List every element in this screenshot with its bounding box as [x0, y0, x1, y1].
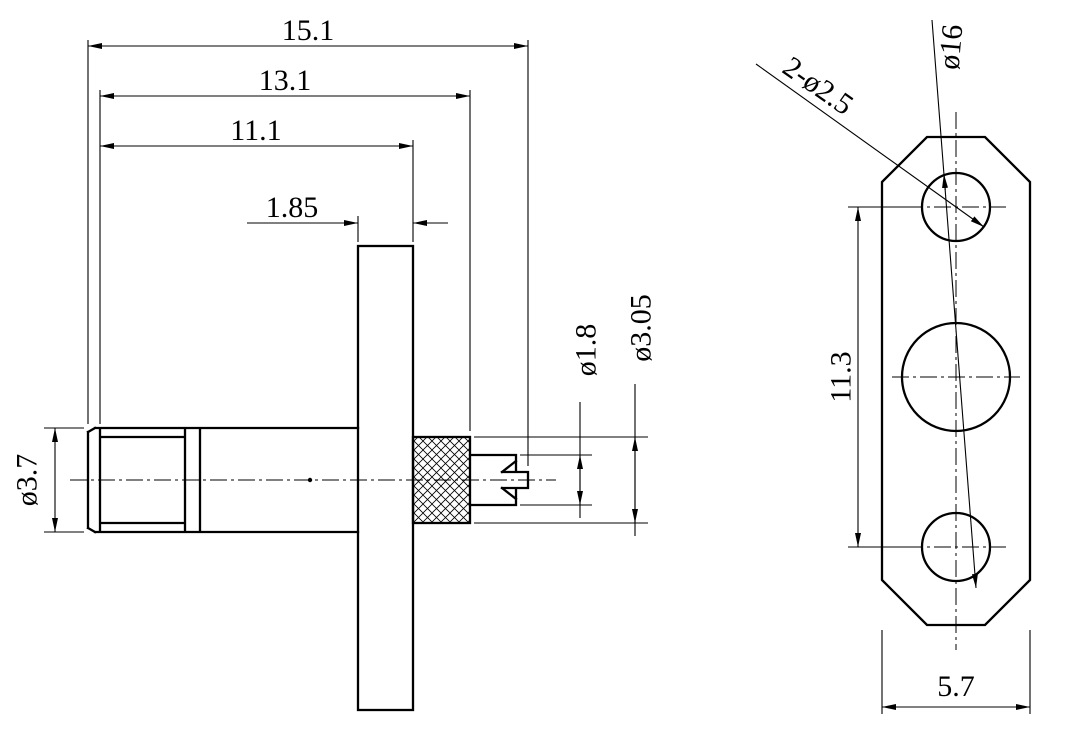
insulator-hatch — [411, 435, 472, 525]
dim-body-length-label: 13.1 — [259, 64, 312, 97]
leader-corner-diameter-top-arrow — [942, 173, 949, 191]
front-view: 2-ø2.5 ø16 11.3 5.7 — [755, 19, 1032, 714]
dim-hole-spacing-label: 11.3 — [825, 351, 858, 402]
leader-corner-diameter — [931, 19, 978, 589]
leader-mounting-holes — [755, 63, 985, 228]
dim-mounting-holes-label: 2-ø2.5 — [777, 50, 859, 121]
flange-side-outline — [356, 244, 415, 712]
side-extension-lines — [44, 40, 648, 533]
socket-and-pin-outline — [468, 453, 530, 507]
mounting-hole-top — [920, 171, 992, 243]
connector-body-outline — [86, 426, 360, 534]
dim-corner-diameter-label: ø16 — [933, 23, 970, 71]
dim-flange-width-label: 5.7 — [937, 670, 975, 703]
center-mark — [307, 477, 313, 483]
dim-front-length-label: 11.1 — [230, 114, 281, 147]
front-extension-lines — [848, 206, 1031, 714]
side-view: 15.1 13.1 11.1 1.85 ø3.7 ø1.8 ø3.05 — [11, 14, 658, 712]
dim-overall-length-label: 15.1 — [282, 14, 335, 47]
flange-front-outline — [880, 135, 1032, 627]
mounting-hole-bottom — [920, 511, 992, 583]
dim-flange-thickness-label: 1.85 — [266, 191, 319, 224]
front-view-centerlines — [892, 112, 1020, 650]
dim-socket-diameter-label: ø1.8 — [570, 324, 603, 377]
dim-insulator-diameter-label: ø3.05 — [625, 294, 658, 362]
dim-body-diameter-label: ø3.7 — [11, 454, 44, 507]
